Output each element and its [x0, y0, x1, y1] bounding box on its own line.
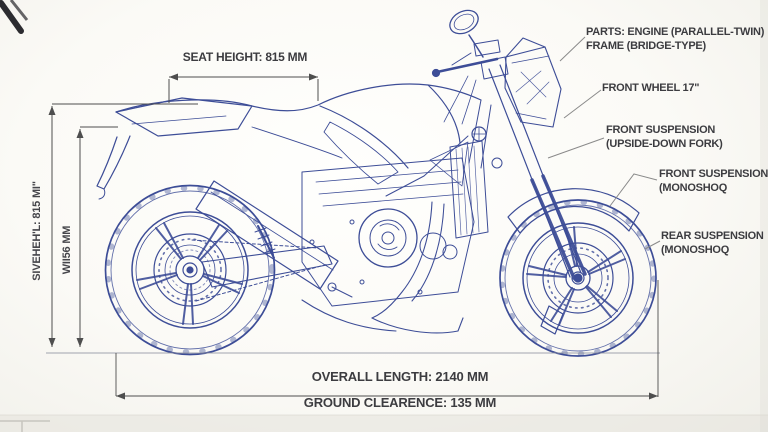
front-wheel [499, 199, 657, 357]
part-label-front-wheel-line1: FRONT WHEEL 17" [602, 82, 700, 94]
handlebar [431, 39, 501, 78]
fuel-tank [319, 84, 503, 185]
part-label-front-suspension-mono-line2: (MONOSHOQ [659, 181, 728, 194]
rear-wheel [104, 184, 276, 356]
part-label-front-suspension-mono: FRONT SUSPENSION (MONOSHOQ [659, 168, 768, 195]
vertical-dimension-label-2: WII56 MM [61, 225, 73, 275]
cables [443, 75, 477, 125]
headlight-cowl [504, 37, 562, 128]
part-label-front-suspension-mono-line1: FRONT SUSPENSION [659, 168, 768, 180]
part-label-rear-suspension-mono: REAR SUSPENSION (MONOSHOQ [661, 230, 764, 257]
frame [385, 99, 492, 197]
part-label-engine-frame-line2: FRAME (BRIDGE-TYPE) [586, 39, 706, 52]
mirror [449, 9, 484, 58]
engine [301, 157, 475, 307]
vertical-dimension-label-1: SIVEHEH'L: 815 MI" [31, 181, 43, 281]
swingarm [191, 225, 353, 302]
leader-lines [547, 36, 661, 250]
dimension-lines [48, 73, 659, 400]
part-label-rear-suspension-mono-line1: REAR SUSPENSION [661, 230, 764, 242]
overall-length-dimension-label: OVERALL LENGTH: 2140 MM [311, 369, 489, 384]
part-label-front-suspension-fork: FRONT SUSPENSION (UPSIDE-DOWN FORK) [606, 124, 723, 151]
exhaust [195, 180, 464, 334]
part-label-front-suspension-fork-line2: (UPSIDE-DOWN FORK) [606, 137, 723, 150]
part-label-rear-suspension-mono-line2: (MONOSHOQ [661, 243, 730, 256]
ground-clearance-dimension-label: GROUND CLEARENCE: 135 MM [303, 395, 497, 410]
radiator [449, 140, 489, 239]
tail-section [96, 83, 482, 200]
motorcycle-line-art [96, 9, 657, 357]
part-label-engine-frame: PARTS: ENGINE (PARALLEL-TWIN) FRAME (BRI… [586, 26, 764, 53]
part-label-front-wheel: FRONT WHEEL 17" [602, 82, 699, 96]
part-label-engine-frame-line1: PARTS: ENGINE (PARALLEL-TWIN) [586, 26, 765, 38]
part-label-front-suspension-fork-line1: FRONT SUSPENSION [606, 124, 716, 136]
seat-height-dimension-label: SEAT HEIGHT: 815 MM [182, 50, 308, 64]
front-fender [507, 188, 640, 234]
